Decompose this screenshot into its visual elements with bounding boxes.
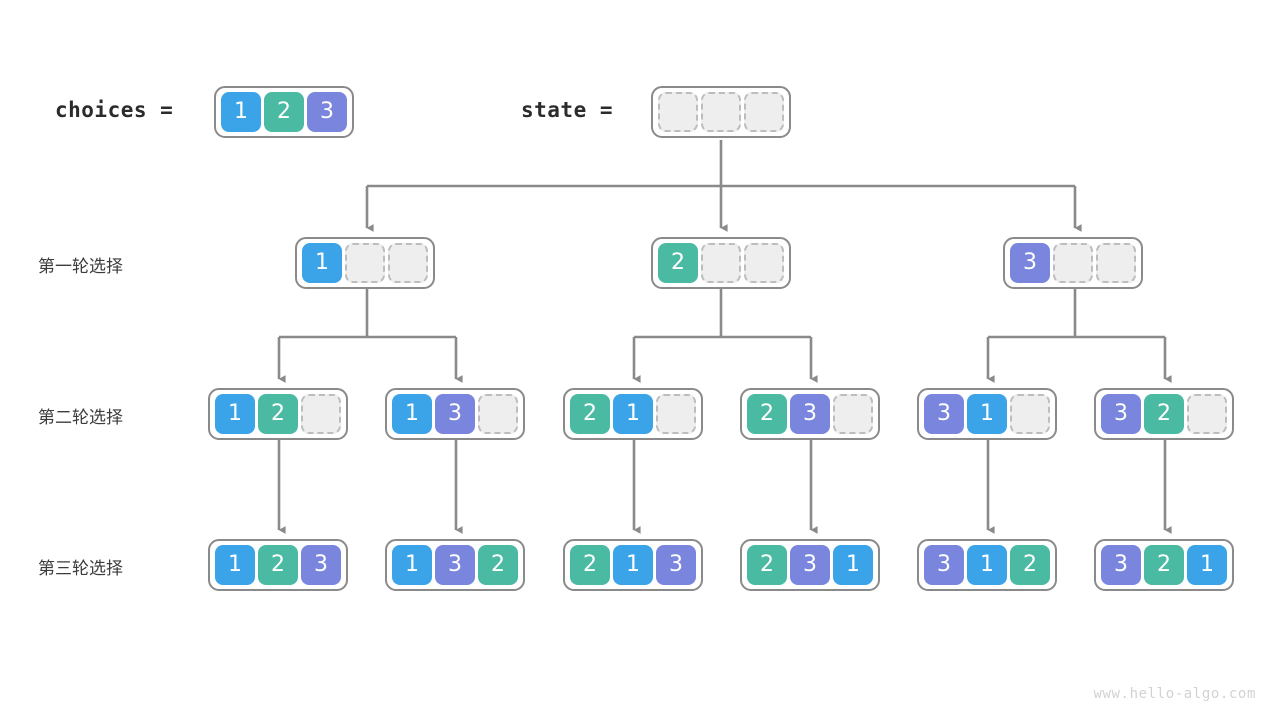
row-label-round-3: 第三轮选择 (38, 559, 123, 579)
cell-empty (833, 394, 873, 434)
cell-value-1: 1 (221, 92, 261, 132)
cell-value-2: 2 (747, 394, 787, 434)
cell-empty (1053, 243, 1093, 283)
cell-empty (1096, 243, 1136, 283)
cell-value-1: 1 (833, 545, 873, 585)
cell-value-2: 2 (570, 394, 610, 434)
cell-value-3: 3 (790, 394, 830, 434)
cell-value-3: 3 (656, 545, 696, 585)
cell-value-3: 3 (924, 394, 964, 434)
node-round1-2: 2 (651, 237, 791, 289)
cell-value-3: 3 (435, 394, 475, 434)
cell-empty (1187, 394, 1227, 434)
cell-value-2: 2 (258, 545, 298, 585)
cell-value-1: 1 (613, 545, 653, 585)
cell-value-1: 1 (967, 545, 1007, 585)
cell-empty (301, 394, 341, 434)
cell-value-2: 2 (1010, 545, 1050, 585)
cell-value-2: 2 (1144, 394, 1184, 434)
cell-value-3: 3 (1101, 394, 1141, 434)
cell-empty (744, 243, 784, 283)
cell-value-3: 3 (1101, 545, 1141, 585)
state-array (651, 86, 791, 138)
choices-label: choices = (55, 98, 174, 122)
cell-value-3: 3 (435, 545, 475, 585)
cell-value-2: 2 (747, 545, 787, 585)
cell-value-3: 3 (307, 92, 347, 132)
cell-value-3: 3 (301, 545, 341, 585)
cell-empty (658, 92, 698, 132)
cell-value-1: 1 (1187, 545, 1227, 585)
cell-value-1: 1 (215, 545, 255, 585)
cell-value-2: 2 (658, 243, 698, 283)
cell-value-1: 1 (967, 394, 1007, 434)
cell-value-3: 3 (924, 545, 964, 585)
cell-value-1: 1 (215, 394, 255, 434)
cell-empty (701, 243, 741, 283)
cell-value-1: 1 (302, 243, 342, 283)
cell-empty (345, 243, 385, 283)
cell-value-1: 1 (392, 394, 432, 434)
cell-value-3: 3 (1010, 243, 1050, 283)
cell-value-2: 2 (258, 394, 298, 434)
row-label-round-1: 第一轮选择 (38, 257, 123, 277)
cell-empty (478, 394, 518, 434)
node-round1-1: 1 (295, 237, 435, 289)
watermark: www.hello-algo.com (1093, 686, 1256, 702)
cell-value-1: 1 (392, 545, 432, 585)
cell-empty (388, 243, 428, 283)
cell-value-2: 2 (570, 545, 610, 585)
node-round1-3: 3 (1003, 237, 1143, 289)
cell-value-3: 3 (790, 545, 830, 585)
state-label: state = (521, 98, 614, 122)
cell-empty (1010, 394, 1050, 434)
cell-value-2: 2 (1144, 545, 1184, 585)
cell-value-1: 1 (613, 394, 653, 434)
cell-value-2: 2 (264, 92, 304, 132)
row-label-round-2: 第二轮选择 (38, 408, 123, 428)
cell-value-2: 2 (478, 545, 518, 585)
cell-empty (701, 92, 741, 132)
cell-empty (656, 394, 696, 434)
cell-empty (744, 92, 784, 132)
